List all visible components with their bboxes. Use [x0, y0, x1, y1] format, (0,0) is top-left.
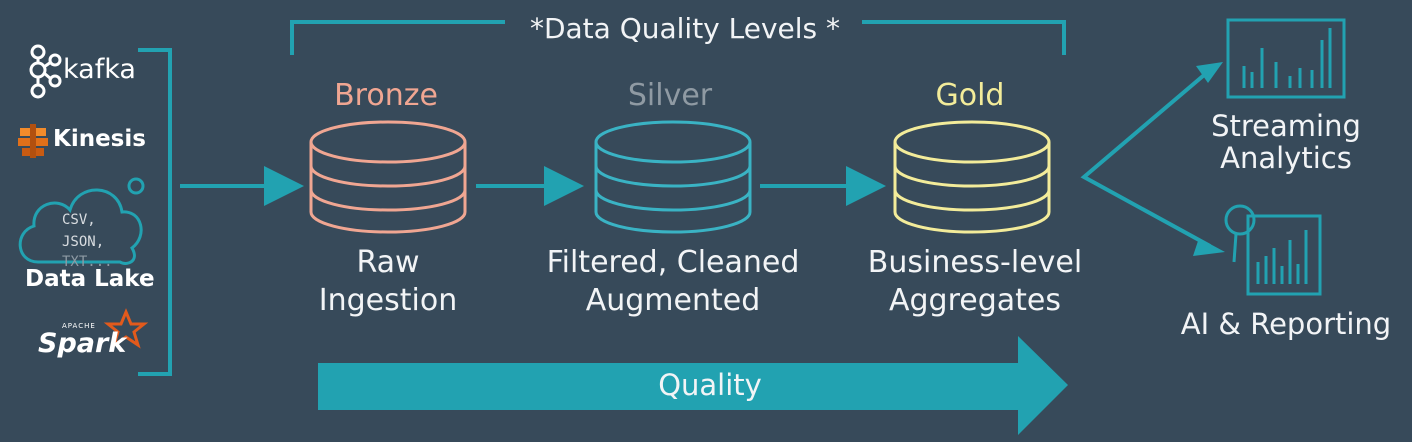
- source-datalake-label: Data Lake: [25, 266, 155, 292]
- source-spark-small-label: APACHE: [62, 322, 96, 330]
- cloud-icon: [18, 177, 145, 265]
- source-spark-label: Spark: [38, 328, 127, 359]
- magnifier-chart-icon: [1224, 204, 1322, 296]
- bronze-database-icon: [309, 120, 467, 234]
- arrow-gold-to-outputs: [1080, 68, 1212, 248]
- tier-bronze-title: Bronze: [334, 78, 438, 113]
- arrowhead-streaming: [1196, 62, 1223, 83]
- source-kinesis-label: Kinesis: [53, 126, 146, 152]
- cloud-text-csv: CSV,: [62, 212, 96, 228]
- tier-bronze-desc-line1: Raw: [356, 245, 420, 280]
- output-reporting-label: AI & Reporting: [1180, 307, 1392, 341]
- output-streaming-line1: Streaming: [1211, 109, 1361, 143]
- tier-silver-desc-line2: Augmented: [585, 283, 761, 318]
- tier-gold-title: Gold: [935, 78, 1005, 113]
- output-streaming-line2: Analytics: [1220, 141, 1352, 175]
- quality-arrow: [318, 336, 1068, 435]
- diagram-title: *Data Quality Levels *: [529, 12, 841, 45]
- kafka-icon: [29, 44, 62, 99]
- bar-chart-icon: [1226, 18, 1346, 99]
- tier-silver-desc-line1: Filtered, Cleaned: [546, 245, 800, 280]
- arrowhead-reporting: [1193, 238, 1225, 256]
- gold-database-icon: [893, 120, 1051, 234]
- source-kafka-label: kafka: [63, 54, 136, 85]
- header-bracket: [290, 20, 1066, 55]
- tier-gold-desc-line2: Aggregates: [888, 283, 1062, 318]
- cloud-text-json: JSON,: [62, 234, 105, 250]
- kinesis-icon: [18, 124, 48, 158]
- spark-star-icon: [103, 308, 149, 349]
- tier-bronze-desc-line2: Ingestion: [318, 283, 458, 318]
- tier-gold-desc-line1: Business-level: [867, 245, 1083, 280]
- output-streaming-label: Streaming Analytics: [1196, 110, 1376, 174]
- silver-database-icon: [594, 120, 752, 234]
- tier-bronze-desc: Raw Ingestion: [288, 244, 488, 320]
- tier-silver-desc: Filtered, Cleaned Augmented: [538, 244, 808, 320]
- cloud-text-txt: TXT...: [62, 254, 113, 270]
- sources-bracket: [138, 48, 172, 376]
- tier-gold-desc: Business-level Aggregates: [860, 244, 1090, 320]
- quality-arrow-label: Quality: [658, 368, 762, 402]
- tier-silver-title: Silver: [627, 78, 713, 113]
